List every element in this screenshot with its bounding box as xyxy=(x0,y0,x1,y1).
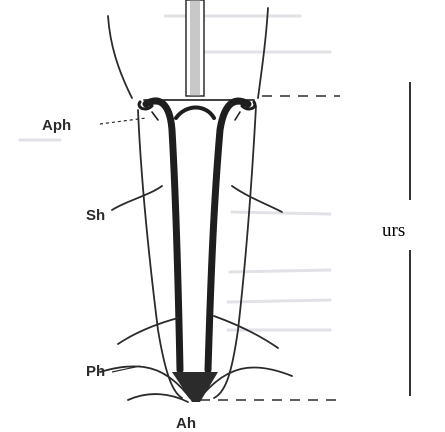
label-ph: Ph xyxy=(86,363,105,380)
upper-duct xyxy=(186,0,204,96)
label-aph: Aph xyxy=(42,117,71,134)
scale-label: urs xyxy=(382,220,405,241)
label-sh: Sh xyxy=(86,207,105,224)
setae xyxy=(100,186,292,402)
label-ah: Ah xyxy=(176,415,196,432)
